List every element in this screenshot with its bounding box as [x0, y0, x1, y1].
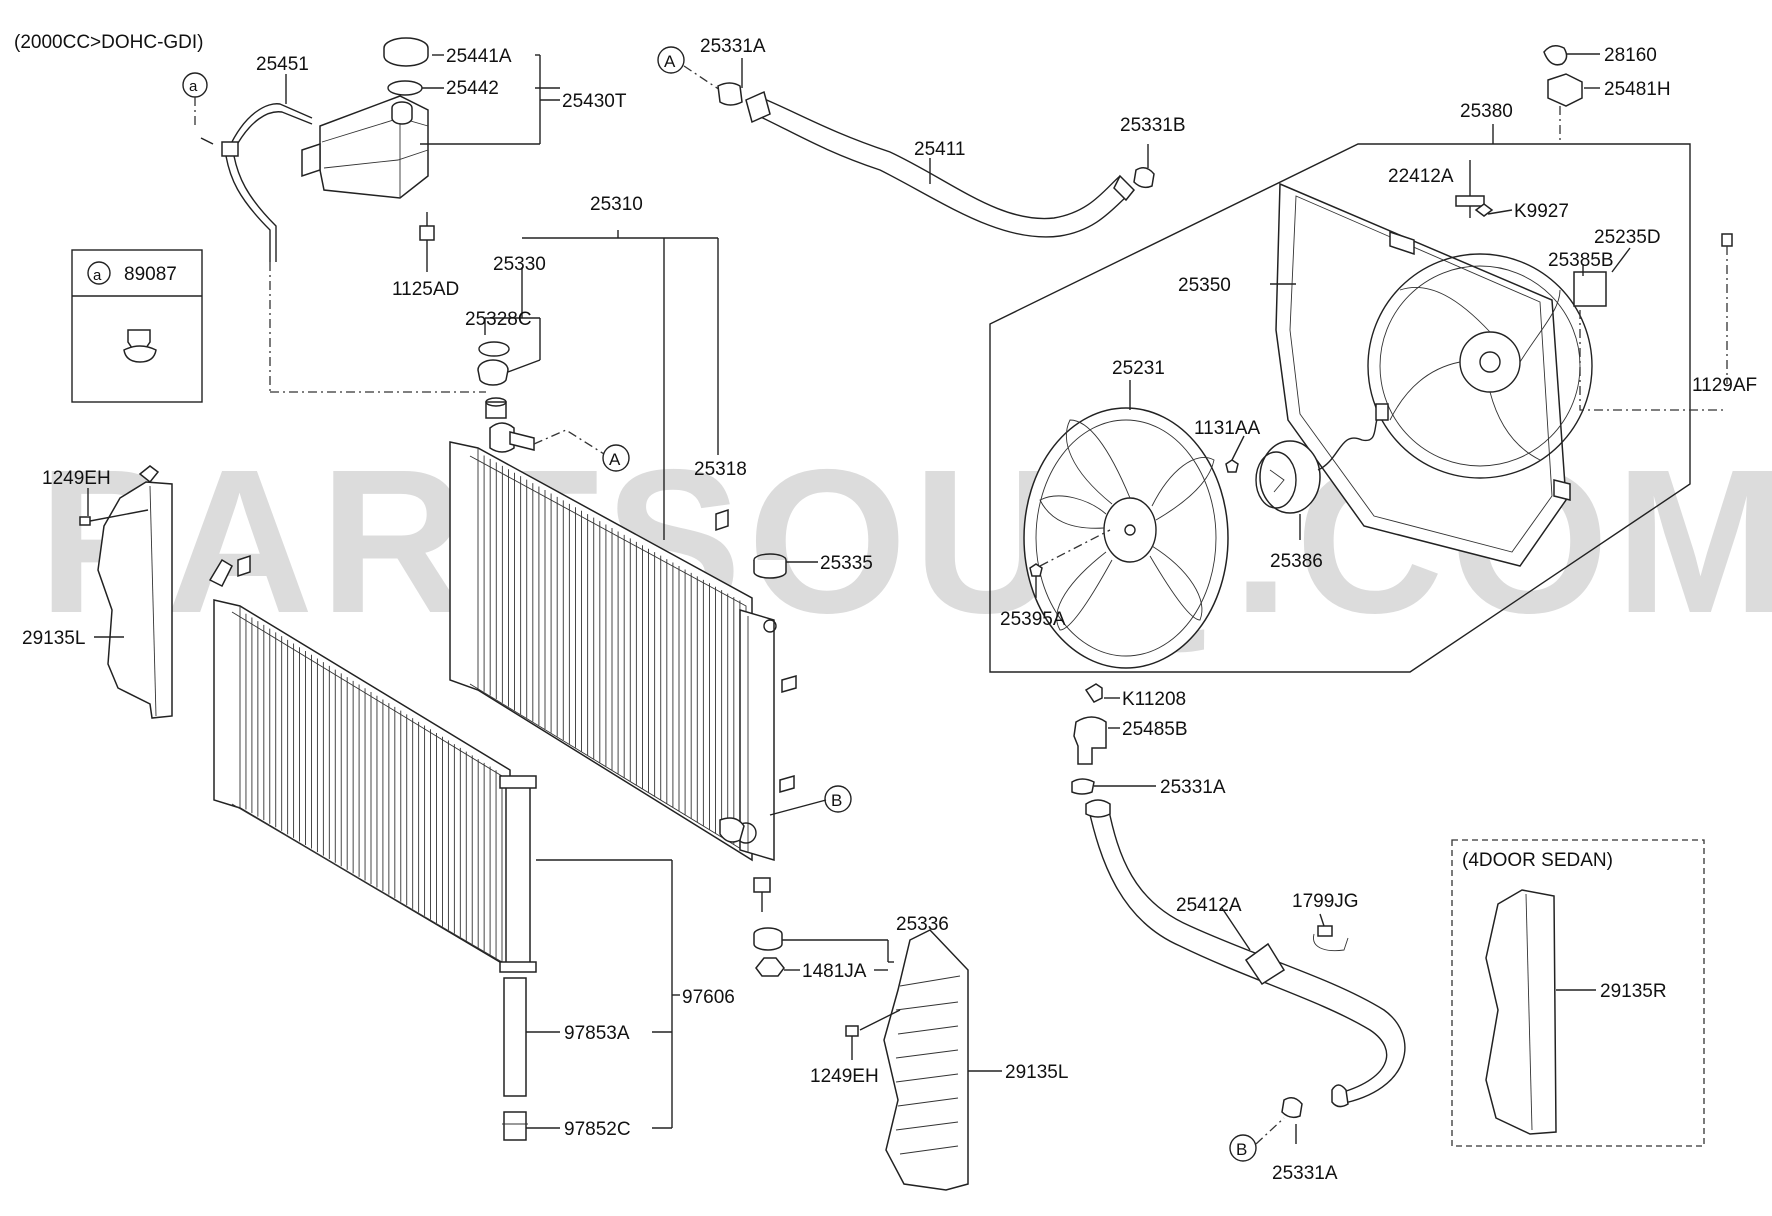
label-25335: 25335 — [820, 553, 873, 574]
air-guard-bottom — [845, 929, 1002, 1191]
label-25336: 25336 — [896, 914, 949, 935]
callout-B-radiator: B — [831, 791, 842, 810]
lower-hose: B — [1071, 683, 1406, 1162]
label-25231: 25231 — [1112, 358, 1165, 379]
reservoir-cap — [383, 37, 429, 67]
label-1481JA: 1481JA — [802, 961, 867, 982]
radiator-cap-group — [477, 230, 719, 540]
callout-a-reservoir: a — [189, 78, 198, 95]
label-25310: 25310 — [590, 194, 643, 215]
label-25395A: 25395A — [1000, 609, 1066, 630]
air-guard-left — [79, 465, 173, 719]
label-25385B: 25385B — [1548, 250, 1614, 271]
engine-note: (2000CC>DOHC-GDI) — [14, 32, 204, 53]
sedan-variant-box: (4DOOR SEDAN) — [1451, 839, 1705, 1147]
label-1125AD: 1125AD — [392, 279, 459, 300]
label-25235D: 25235D — [1594, 227, 1661, 248]
upper-hose: A — [657, 46, 1155, 238]
label-25330: 25330 — [493, 254, 546, 275]
label-25331B: 25331B — [1120, 115, 1186, 136]
reservoir-assembly: a — [182, 37, 560, 393]
callout-A-radiator: A — [609, 450, 621, 469]
condenser — [208, 554, 680, 1141]
clip-icon — [123, 329, 157, 363]
label-25430T: 25430T — [562, 91, 627, 112]
callout-B-hose: B — [1236, 1140, 1247, 1159]
label-1131AA: 1131AA — [1194, 418, 1261, 439]
label-1799JG: 1799JG — [1292, 891, 1359, 912]
drain-plugs — [753, 553, 894, 977]
top-right-clips — [1543, 45, 1600, 140]
label-25331A-top: 25331A — [700, 36, 766, 57]
label-22412A: 22412A — [1388, 166, 1454, 187]
label-28160: 28160 — [1604, 45, 1657, 66]
label-25386: 25386 — [1270, 551, 1323, 572]
label-25331A-bottom: 25331A — [1272, 1163, 1338, 1184]
label-1249EH-left: 1249EH — [42, 468, 111, 489]
label-25412A: 25412A — [1176, 895, 1242, 916]
label-25318: 25318 — [694, 459, 747, 480]
label-25380: 25380 — [1460, 101, 1513, 122]
label-29135R: 29135R — [1600, 981, 1667, 1002]
label-97606: 97606 — [682, 987, 735, 1008]
label-25441A: 25441A — [446, 46, 512, 67]
label-97853A: 97853A — [564, 1023, 630, 1044]
label-K9927: K9927 — [1514, 201, 1569, 222]
legend-box: a 89087 — [71, 249, 203, 403]
label-25451: 25451 — [256, 54, 309, 75]
label-29135L-bottom: 29135L — [1005, 1062, 1068, 1083]
callout-A-hose: A — [664, 52, 676, 71]
label-K11208: K11208 — [1122, 689, 1186, 710]
label-29135L-left: 29135L — [22, 628, 85, 649]
label-25485B: 25485B — [1122, 719, 1188, 740]
legend-part-no: 89087 — [124, 264, 177, 285]
radiator: A B — [449, 422, 852, 912]
legend-marker: a — [93, 267, 102, 284]
cooling-fan — [1023, 380, 1229, 669]
label-25442: 25442 — [446, 78, 499, 99]
fan-shroud-box — [989, 124, 1733, 673]
label-25331A-mid: 25331A — [1160, 777, 1226, 798]
label-25411: 25411 — [914, 139, 965, 160]
label-97852C: 97852C — [564, 1119, 631, 1140]
label-25481H: 25481H — [1604, 79, 1671, 100]
label-25328C: 25328C — [465, 309, 532, 330]
label-1129AF: 1129AF — [1692, 375, 1757, 396]
label-1249EH-bottom: 1249EH — [810, 1066, 879, 1087]
sedan-variant-title: (4DOOR SEDAN) — [1462, 850, 1613, 871]
label-25350: 25350 — [1178, 275, 1231, 296]
